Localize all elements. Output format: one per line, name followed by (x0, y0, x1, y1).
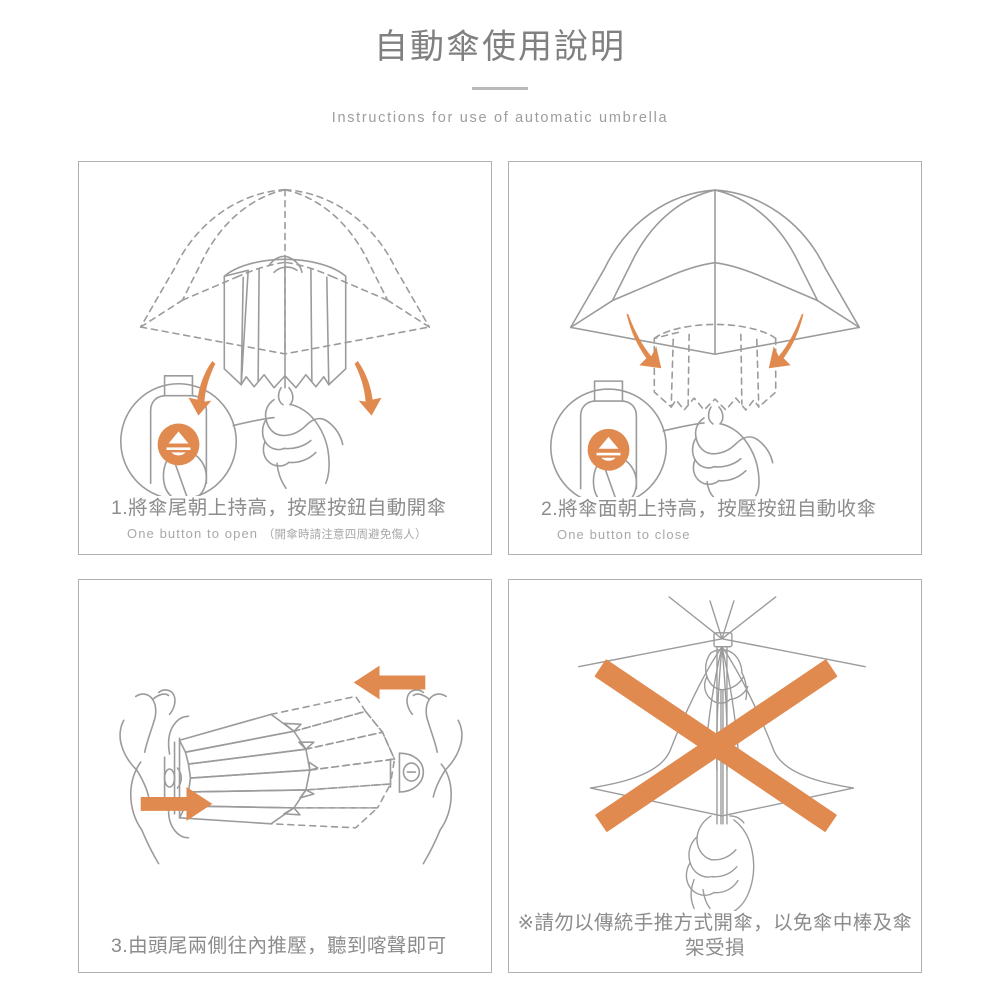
arrow-open-left (188, 360, 216, 416)
panel-2-caption-main: 2.將傘面朝上持高，按壓按鈕自動收傘 (541, 497, 877, 520)
instruction-panel-2: 2.將傘面朝上持高，按壓按鈕自動收傘 One button to close (508, 161, 922, 555)
panel-3-caption: 3.由頭尾兩側往內推壓，聽到喀聲即可 (79, 934, 491, 972)
open-close-button-icon[interactable] (587, 428, 630, 471)
panel-3-caption-main: 3.由頭尾兩側往內推壓，聽到喀聲即可 (111, 935, 447, 958)
panel-1-caption-main: 1.將傘尾朝上持高，按壓按鈕自動開傘 (111, 497, 447, 520)
orange-cross-prohibition-mark (594, 659, 838, 832)
illustration-open-umbrella (79, 162, 491, 497)
page-title: 自動傘使用說明 (374, 28, 626, 66)
illustration-fold-umbrella (79, 580, 491, 934)
panel-1-caption-sub: One button to open （開傘時請注意四周避免傷人） (85, 524, 485, 544)
panel-2-caption-sub-en: One button to close (557, 526, 691, 542)
panel-2-caption: 2.將傘面朝上持高，按壓按鈕自動收傘 One button to close (509, 497, 921, 554)
instruction-panel-4: ※請勿以傳統手推方式開傘，以免傘中棒及傘架受損 (508, 579, 922, 973)
title-divider (472, 86, 528, 90)
instruction-panel-grid: 1.將傘尾朝上持高，按壓按鈕自動開傘 One button to open （開… (78, 161, 922, 973)
panel-4-caption: ※請勿以傳統手推方式開傘，以免傘中棒及傘架受損 (509, 911, 921, 972)
panel-1-caption: 1.將傘尾朝上持高，按壓按鈕自動開傘 One button to open （開… (79, 496, 491, 554)
arrow-open-right (354, 360, 382, 416)
svg-umbrella-folding (119, 665, 463, 865)
instruction-panel-1: 1.將傘尾朝上持高，按壓按鈕自動開傘 One button to open （開… (78, 161, 492, 555)
arrow-close-right (768, 313, 804, 369)
svg-umbrella-opening (120, 188, 431, 497)
arrow-push-left (140, 786, 213, 821)
panel-1-caption-sub-en: One button to open (127, 525, 259, 541)
page-subtitle: Instructions for use of automatic umbrel… (331, 109, 669, 126)
illustration-close-umbrella (509, 162, 921, 497)
open-close-button-icon[interactable] (157, 423, 200, 466)
illustration-manual-open-prohibited (509, 580, 921, 911)
panel-2-caption-sub: One button to close (515, 525, 915, 545)
svg-manual-open-prohibited (577, 596, 866, 911)
panel-4-caption-main: ※請勿以傳統手推方式開傘，以免傘中棒及傘架受損 (517, 911, 913, 960)
svg-umbrella-closing (550, 189, 861, 497)
instruction-panel-3: 3.由頭尾兩側往內推壓，聽到喀聲即可 (78, 579, 492, 973)
arrow-push-right (353, 665, 426, 700)
header: 自動傘使用說明 Instructions for use of automati… (0, 0, 1000, 126)
panel-1-caption-sub-zh: （開傘時請注意四周避免傷人） (262, 528, 427, 541)
arrow-close-left (626, 313, 662, 369)
